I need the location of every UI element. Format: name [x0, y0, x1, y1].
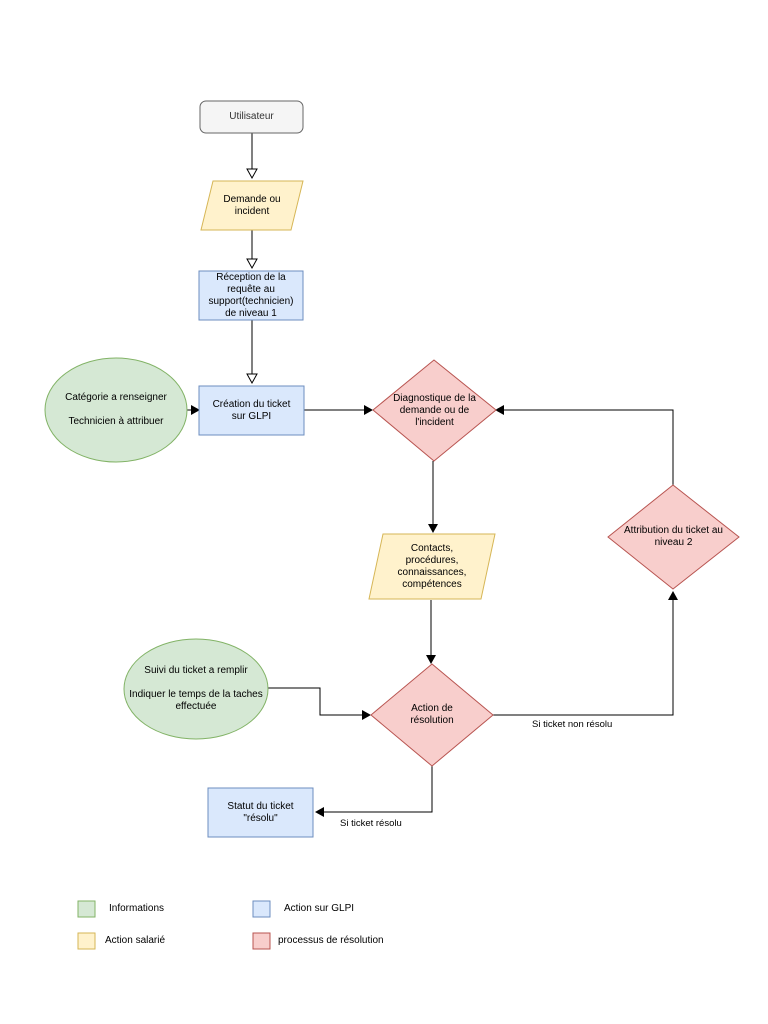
label-line: Catégorie a renseigner: [65, 392, 167, 403]
node-statut-label: Statut du ticket"résolu": [208, 788, 313, 837]
label-line: niveau 2: [654, 537, 693, 548]
edge-label-non-resolu: Si ticket non résolu: [532, 719, 613, 730]
label-line: procédures,: [405, 554, 459, 566]
node-utilisateur-label: Utilisateur: [200, 101, 303, 133]
legend-swatch-action-glpi: [252, 900, 271, 918]
node-info-suivi-shape: [123, 638, 269, 740]
label-line: effectuée: [175, 701, 217, 712]
node-reception-shape: [198, 270, 304, 321]
label-line: support(technicien): [208, 295, 294, 307]
label-line: compétences: [402, 578, 462, 590]
legend-label-action-glpi: Action sur GLPI: [284, 903, 355, 914]
edge-label-resolu: Si ticket résolu: [340, 818, 402, 829]
label-line: demande ou de: [399, 404, 470, 416]
label-line: résolution: [410, 715, 454, 726]
node-info-suivi-label: Suivi du ticket a remplir Indiquer le te…: [124, 639, 268, 739]
label-line: incident: [234, 205, 270, 217]
label-line: Indiquer le temps de la taches: [129, 689, 263, 700]
label-line: [65, 404, 167, 416]
label-line: Suivi du ticket a remplir: [144, 665, 248, 676]
edges: [187, 133, 678, 817]
label-line: Utilisateur: [229, 111, 274, 122]
label-line: [129, 677, 262, 689]
label-line: connaissances,: [397, 566, 467, 578]
legend-label-processus: processus de résolution: [278, 935, 384, 946]
legend-swatch-action-salarie: [77, 932, 96, 950]
label-line: l'incident: [415, 416, 454, 428]
label-line: Technicien à attribuer: [68, 416, 164, 427]
node-contacts-label: Contacts,procédures,connaissances,compét…: [369, 534, 495, 599]
label-line: Réception de la: [216, 271, 286, 283]
edge-suivi-action: [268, 687, 371, 720]
label-line: Contacts,: [410, 542, 454, 554]
node-info-categorie-label: Catégorie a renseigner Technicien à attr…: [45, 358, 187, 462]
label-line: Statut du ticket: [227, 800, 294, 812]
node-diagnostique-shape: [372, 359, 497, 462]
edge-attribution-diagnostique: [495, 405, 674, 485]
node-utilisateur-shape: [199, 100, 304, 134]
label-line: Diagnostique de la: [393, 392, 476, 404]
edge-action-attribution: [493, 591, 678, 716]
legend-swatch-informations: [77, 900, 96, 918]
node-info-categorie-shape: [44, 357, 188, 463]
node-contacts-shape: [368, 533, 496, 600]
label-line: Demande ou: [223, 193, 281, 205]
node-creation-shape: [198, 385, 305, 436]
edge-action-statut: [315, 766, 433, 817]
legend-swatch-processus: [252, 932, 271, 950]
label-line: Action de: [411, 703, 453, 714]
legend-label-action-salarie: Action salarié: [105, 935, 166, 946]
label-line: de niveau 1: [225, 307, 277, 319]
label-line: Attribution du ticket au: [624, 525, 723, 536]
node-statut-shape: [207, 787, 314, 838]
node-action-resolution-shape: [370, 663, 494, 767]
legend-label-informations: Informations: [109, 903, 165, 914]
node-attribution-shape: [607, 484, 740, 590]
label-line: Création du ticket: [212, 398, 291, 410]
label-line: requête au: [227, 283, 275, 295]
label-line: sur GLPI: [231, 410, 272, 422]
label-line: "résolu": [243, 812, 278, 824]
node-demande-shape: [200, 180, 304, 231]
